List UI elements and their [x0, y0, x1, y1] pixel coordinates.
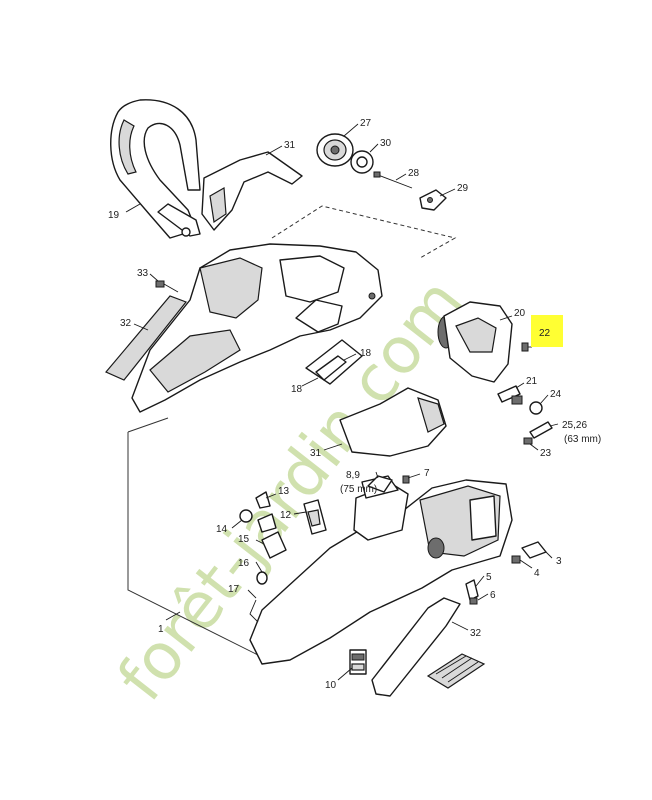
label-8-9: 8,9: [346, 470, 360, 481]
stud-21: [497, 385, 523, 405]
screw-22: [521, 342, 529, 352]
label-13: 13: [278, 486, 290, 497]
label-32-bottom: 32: [470, 628, 482, 639]
label-21: 21: [526, 376, 538, 387]
screws-3-6: [465, 541, 547, 605]
label-8-9-length: (75 mm): [340, 484, 377, 495]
label-10: 10: [325, 680, 337, 691]
lever-12: [303, 499, 327, 535]
flywheel: [316, 133, 354, 167]
grip-plate: [426, 653, 486, 689]
label-3: 3: [556, 556, 562, 567]
highlight-box-22: [531, 315, 563, 347]
label-25-26: 25,26: [562, 420, 587, 431]
label-29: 29: [457, 183, 469, 194]
throttle-parts: [239, 491, 287, 623]
label-7: 7: [424, 468, 430, 479]
label-32-left: 32: [120, 318, 132, 329]
label-15: 15: [238, 534, 250, 545]
label-22: 22: [539, 328, 551, 339]
label-1: 1: [158, 624, 164, 635]
screw-23: [523, 437, 533, 445]
washer: [350, 150, 374, 174]
label-4: 4: [534, 568, 540, 579]
crankcase-upper: [131, 243, 383, 413]
part-labels: 19 31 27 30 28 29 33 32 20 22 18 18 21 2…: [108, 118, 601, 691]
upper-cover: [201, 151, 303, 231]
screw-28: [373, 171, 413, 189]
label-24: 24: [550, 389, 562, 400]
bottom-rail: [371, 597, 461, 697]
label-25-26-length: (63 mm): [564, 434, 601, 445]
bracket-18: [305, 339, 363, 385]
label-23: 23: [540, 448, 552, 459]
hose-25-26: [529, 421, 553, 439]
side-rail-left: [105, 295, 187, 381]
label-31-top: 31: [284, 140, 296, 151]
screw-33: [155, 280, 179, 293]
label-19: 19: [108, 210, 120, 221]
label-20: 20: [514, 308, 526, 319]
dashed-outline-upper: [271, 205, 457, 259]
nut-24: [529, 401, 543, 415]
assembly-bracket: [127, 417, 259, 656]
front-handle: [110, 99, 201, 239]
clip-29: [419, 189, 447, 211]
label-33: 33: [137, 268, 149, 279]
middle-cover: [339, 387, 447, 457]
filter-housing: [437, 301, 513, 383]
label-5: 5: [486, 572, 492, 583]
label-28: 28: [408, 168, 420, 179]
label-12: 12: [280, 510, 292, 521]
label-18-upper: 18: [360, 348, 372, 359]
pipe-8-9: [367, 475, 410, 493]
label-16: 16: [238, 558, 250, 569]
label-6: 6: [490, 590, 496, 601]
label-31-middle: 31: [310, 448, 322, 459]
crankcase-lower: [249, 475, 513, 665]
label-30: 30: [380, 138, 392, 149]
label-17: 17: [228, 584, 240, 595]
label-27: 27: [360, 118, 372, 129]
leader-lines: [125, 123, 559, 681]
warning-label: [349, 649, 367, 675]
label-18-lower: 18: [291, 384, 303, 395]
label-14: 14: [216, 524, 228, 535]
